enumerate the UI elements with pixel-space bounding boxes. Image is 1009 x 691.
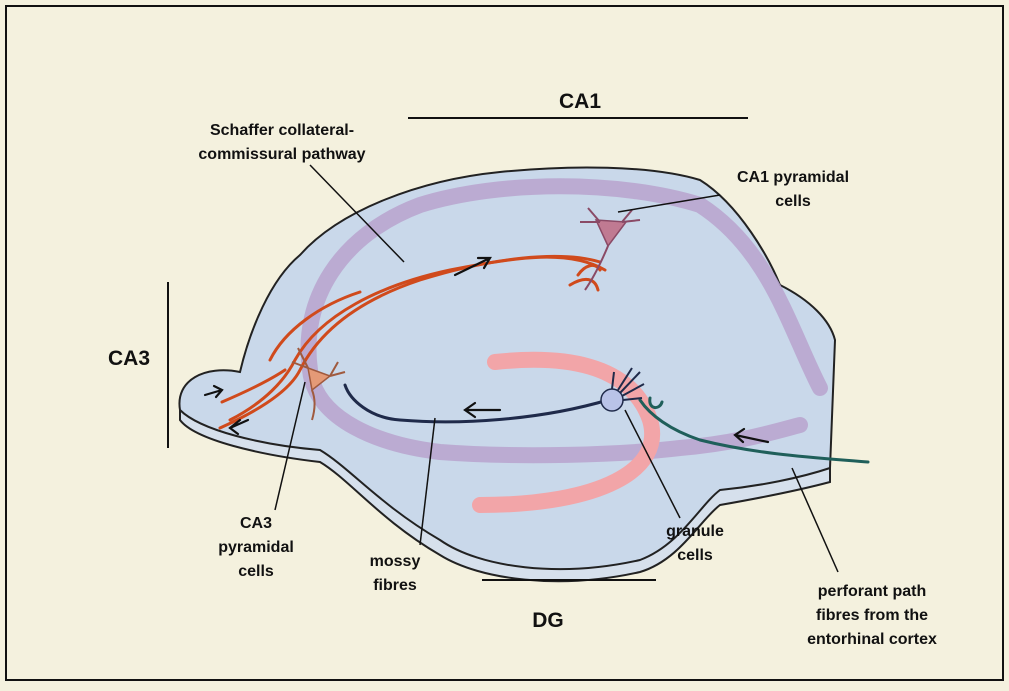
granule-label-line2: cells [677,547,713,564]
perforant-label-line2: fibres from the [816,607,928,624]
mossy-label-line1: mossy [370,553,421,570]
ca3-pyramidal-label-line3: cells [238,563,274,580]
granule-label-line1: granule [666,523,724,540]
perforant-label-line1: perforant path [818,583,926,600]
ca3-region-label: CA3 [108,347,150,370]
perforant-label-line3: entorhinal cortex [807,631,937,648]
ca3-pyramidal-label-line2: pyramidal [218,539,294,556]
ca3-pyramidal-label-line1: CA3 [240,515,272,532]
schaffer-label-line2: commissural pathway [198,146,365,163]
ca1-pyramidal-label-line2: cells [775,193,811,210]
ca1-region-label: CA1 [559,90,601,113]
schaffer-label-line1: Schaffer collateral- [210,122,354,139]
mossy-label-line2: fibres [373,577,417,594]
dg-region-label: DG [532,609,564,632]
ca1-pyramidal-label-line1: CA1 pyramidal [737,169,849,186]
